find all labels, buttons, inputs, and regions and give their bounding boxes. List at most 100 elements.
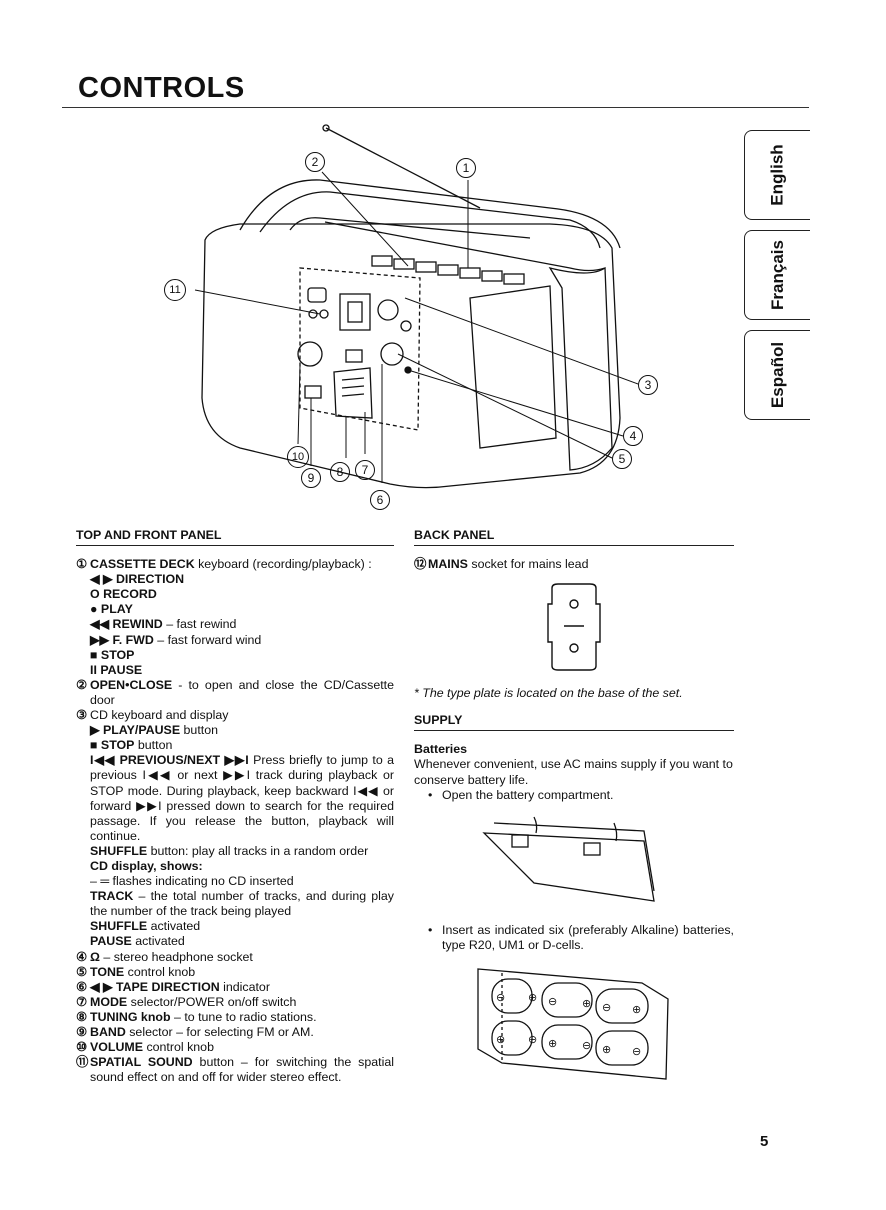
list-item: ⑥◀ ▶ TAPE DIRECTION indicator — [76, 980, 394, 995]
item-label: BAND — [90, 1025, 126, 1039]
item-label: ◀ ▶ DIRECTION — [90, 572, 185, 587]
item-number: ⑨ — [76, 1025, 88, 1039]
handle-grip — [289, 217, 531, 239]
svg-text:⊕: ⊕ — [582, 998, 591, 1010]
spatial-indicator — [319, 309, 329, 319]
volume-knob — [297, 341, 323, 367]
handle-rim — [324, 221, 606, 272]
item-text: button: play all tracks in a random orde… — [147, 843, 369, 858]
unit-body — [201, 223, 621, 489]
right-speaker — [548, 266, 613, 471]
item-text: activated — [131, 934, 185, 949]
list-item: – ═ flashes indicating no CD inserted — [76, 874, 394, 889]
item-text: – the total number of tracks, and during… — [90, 889, 394, 919]
tuning-scale — [341, 385, 365, 389]
item-label: ▶ PLAY/PAUSE — [90, 723, 181, 738]
item-label: SPATIAL SOUND — [90, 1055, 193, 1070]
item-number: ③ — [76, 708, 88, 723]
callout-11: 11 — [164, 279, 186, 301]
list-item: • Open the battery compartment. — [414, 788, 734, 803]
item-text: keyboard (recording/playback) : — [194, 557, 372, 572]
callout-6: 6 — [370, 490, 390, 510]
item-label: VOLUME — [90, 1040, 144, 1055]
item-label: TUNING knob — [90, 1009, 171, 1024]
callout-9: 9 — [301, 468, 321, 488]
antenna-tip — [322, 124, 330, 132]
list-item: SHUFFLE button: play all tracks in a ran… — [76, 844, 394, 859]
tuning-scale — [341, 377, 365, 381]
callout-5: 5 — [612, 449, 632, 469]
item-text: – stereo headphone socket — [99, 949, 253, 964]
mains-socket-illustration — [547, 583, 601, 671]
page-title: CONTROLS — [78, 72, 245, 104]
language-tab-label: English — [768, 144, 787, 206]
item-label: OPEN•CLOSE — [90, 677, 173, 692]
svg-text:⊕: ⊕ — [548, 1038, 557, 1050]
tone-knob — [380, 342, 404, 366]
bullet: • — [428, 922, 433, 937]
battery-row-bottom: ⊕ ⊖ ⊕ ⊖ ⊕ ⊖ — [491, 1020, 649, 1066]
antenna — [325, 127, 481, 209]
language-tab-espanol[interactable]: Español — [744, 330, 810, 420]
item-number: ⑫ — [414, 557, 427, 572]
item-number: ⑪ — [76, 1055, 89, 1070]
item-number: ② — [76, 677, 88, 692]
section-heading: SUPPLY — [414, 713, 734, 732]
item-label: CD display, shows: — [90, 858, 203, 873]
callout-leaders — [194, 171, 639, 483]
svg-text:⊖: ⊖ — [632, 1046, 641, 1058]
bullet-text: Insert as indicated six (preferably Alka… — [442, 922, 734, 952]
supply-text: Whenever convenient, use AC mains supply… — [414, 757, 733, 787]
svg-text:⊕: ⊕ — [602, 1044, 611, 1056]
list-item: • Insert as indicated six (preferably Al… — [414, 923, 734, 953]
item-text: selector – for selecting FM or AM. — [125, 1025, 314, 1039]
cd-key-small — [400, 320, 412, 332]
spatial-sound-button — [307, 287, 327, 303]
item-label: II PAUSE — [90, 662, 143, 677]
item-label: SHUFFLE — [90, 843, 148, 858]
cd-display — [339, 293, 371, 331]
item-label: ■ STOP — [90, 647, 135, 662]
item-number: ⑧ — [76, 1009, 88, 1024]
battery-compartment-open-illustration — [482, 816, 655, 902]
language-tab-francais[interactable]: Français — [744, 230, 810, 320]
section-heading: TOP AND FRONT PANEL — [76, 528, 394, 547]
bullet-text: Open the battery compartment. — [442, 787, 614, 802]
item-label: O RECORD — [90, 587, 157, 602]
callout-3: 3 — [638, 375, 658, 395]
list-item: ◀◀ REWIND – fast rewind — [76, 617, 394, 632]
item-number: ⑦ — [76, 994, 88, 1009]
top-handle-outer — [239, 179, 621, 249]
language-tab-english[interactable]: English — [744, 130, 810, 220]
list-item: ● PLAY — [76, 602, 394, 617]
callout-7: 7 — [355, 460, 375, 480]
page-number: 5 — [760, 1133, 769, 1150]
band-selector — [304, 385, 322, 399]
svg-text:⊕: ⊕ — [528, 992, 537, 1004]
item-label: PAUSE — [90, 934, 132, 949]
svg-text:⊖: ⊖ — [528, 1034, 537, 1046]
item-label: TRACK — [90, 889, 134, 904]
control-panel-outline — [299, 267, 421, 431]
item-label: ● PLAY — [90, 602, 133, 617]
svg-text:⊖: ⊖ — [582, 1040, 591, 1052]
item-text: selector/POWER on/off switch — [127, 994, 297, 1009]
tuning-dial — [333, 367, 373, 419]
battery-row-top: ⊖ ⊕ ⊖ ⊕ ⊖ ⊕ — [491, 978, 649, 1024]
item-label: MAINS — [428, 557, 468, 572]
battery-insertion-illustration: ⊖ ⊕ ⊖ ⊕ ⊖ ⊕ ⊕ ⊖ ⊕ ⊖ ⊕ ⊖ — [477, 968, 669, 1080]
item-number: ④ — [76, 949, 88, 964]
list-item: ▶ PLAY/PAUSE button — [76, 723, 394, 738]
mode-selector — [345, 349, 363, 363]
item-text: button – for switching the spatial sound… — [90, 1055, 394, 1085]
